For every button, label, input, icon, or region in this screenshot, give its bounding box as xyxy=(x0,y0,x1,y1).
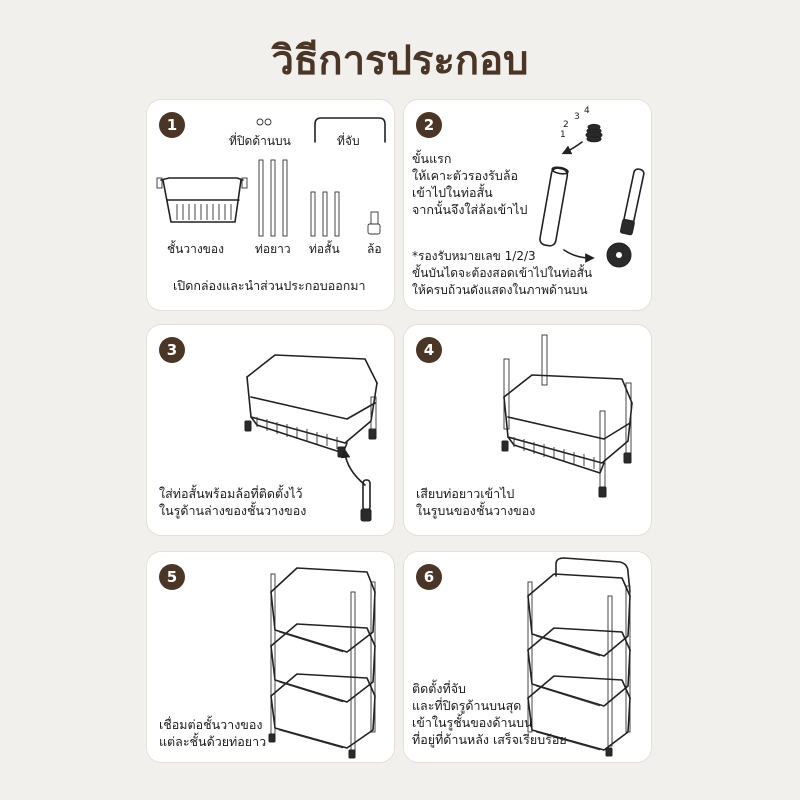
step-3-badge: 3 xyxy=(159,337,185,363)
three-tier-shelf xyxy=(268,567,376,759)
step-4-line-1: เสียบท่อยาวเข้าไป xyxy=(416,486,515,501)
shelf-basket-part xyxy=(156,177,248,223)
step-6-illustration xyxy=(527,557,631,757)
step-2-note: *รองรับหมายเลข 1/2/3 ขั้นบันไดจะต้องสอดเ… xyxy=(412,248,592,299)
step-3-line-1: ใส่ท่อสั้นพร้อมล้อที่ติดตั้งไว้ xyxy=(159,486,303,501)
step-2-text: ขั้นแรก ให้เคาะตัวรองรับล้อ เข้าไปในท่อส… xyxy=(412,150,527,218)
step-6-line-4: ที่อยู่ที่ด้านหลัง เสร็จเรียบร้อย xyxy=(412,732,567,747)
step-2-line-4: จากนั้นจึงใส่ล้อเข้าไป xyxy=(412,202,528,217)
step-1-parts-illustration xyxy=(156,117,386,237)
step-6-card: 6 ติดตั้งที่จับ และที่ปิดรูด้านบนสุด เข้… xyxy=(404,552,651,762)
mark-1: 1 xyxy=(560,130,566,140)
mark-2: 2 xyxy=(563,120,569,130)
step-6-line-1: ติดตั้งที่จับ xyxy=(412,681,466,696)
step-2-line-2: ให้เคาะตัวรองรับล้อ xyxy=(412,168,518,183)
step-4-card: 4 เสียบท่อยาวเข้าไป ในรูบนของชั้นวางของ xyxy=(404,325,651,535)
step-3-line-2: ในรูด้านล่างของชั้นวางของ xyxy=(159,503,307,518)
step-6-text: ติดตั้งที่จับ และที่ปิดรูด้านบนสุด เข้าใ… xyxy=(412,680,567,748)
step-2-badge: 2 xyxy=(416,112,442,138)
step-2-note-2: ขั้นบันไดจะต้องสอดเข้าไปในท่อสั้น xyxy=(412,266,593,280)
short-pipes-part xyxy=(310,191,340,237)
label-long-pipe: ท่อยาว xyxy=(255,242,291,256)
label-top-cap: ที่ปิดด้านบน xyxy=(229,134,291,148)
step-2-line-3: เข้าไปในท่อสั้น xyxy=(412,185,493,200)
step-3-text: ใส่ท่อสั้นพร้อมล้อที่ติดตั้งไว้ ในรูด้าน… xyxy=(159,485,306,519)
step-2-card: 2 1 2 3 4 ขั้นแรก ให้เคาะตัวรองรับล้อ เข… xyxy=(404,100,651,310)
label-wheel: ล้อ xyxy=(367,242,382,256)
step-5-card: 5 เชื่อมต่อชั้นวางของ แต่ละชั้นด้วยท่อยา… xyxy=(147,552,394,762)
step-2-note-1: *รองรับหมายเลข 1/2/3 xyxy=(412,249,536,263)
step-4-badge: 4 xyxy=(416,337,442,363)
step-5-line-2: แต่ละชั้นด้วยท่อยาว xyxy=(159,734,267,749)
short-pipe-icon xyxy=(539,166,569,247)
step-1-badge: 1 xyxy=(159,112,185,138)
step-3-illustration xyxy=(244,354,378,522)
label-shelf: ชั้นวางของ xyxy=(167,242,224,256)
short-pipe-with-wheel-icon xyxy=(360,479,372,522)
page-title: วิธีการประกอบ xyxy=(271,38,529,84)
long-pipes-part xyxy=(258,159,288,237)
label-handle: ที่จับ xyxy=(337,134,360,148)
step-5-line-1: เชื่อมต่อชั้นวางของ xyxy=(159,717,263,732)
step-1-caption: เปิดกล่องและนำส่วนประกอบออกมา xyxy=(173,278,366,293)
step-3-card: 3 ใส่ท่อสั้นพร้อมล้อที่ติดตั้งไว้ ในรูด้… xyxy=(147,325,394,535)
step-6-line-2: และที่ปิดรูด้านบนสุด xyxy=(412,698,522,713)
step-1-card: 1 ที่ปิดด้านบน ที่จับ ชั้นวางของ ท่อยาว … xyxy=(147,100,394,310)
wheel-support-icon xyxy=(585,123,603,143)
step-2-wheel-illustration xyxy=(539,123,645,268)
step-6-line-3: เข้าในรูชั้นของด้านบน xyxy=(412,715,533,730)
step-2-line-1: ขั้นแรก xyxy=(412,151,452,166)
step-5-text: เชื่อมต่อชั้นวางของ แต่ละชั้นด้วยท่อยาว xyxy=(159,716,266,750)
mark-3: 3 xyxy=(574,112,580,122)
step-4-text: เสียบท่อยาวเข้าไป ในรูบนของชั้นวางของ xyxy=(416,485,535,519)
wheel-part xyxy=(367,211,381,235)
step-4-illustration xyxy=(501,334,633,498)
completed-shelf-with-handle xyxy=(527,557,631,757)
label-short-pipe: ท่อสั้น xyxy=(309,242,340,256)
mark-4: 4 xyxy=(584,106,590,116)
shelf-basket-with-wheels xyxy=(244,354,378,458)
shelf-basket-with-long-pipes xyxy=(501,334,633,498)
step-2-note-3: ให้ครบถ้วนดังแสดงในภาพด้านบน xyxy=(412,283,588,297)
step-4-line-2: ในรูบนของชั้นวางของ xyxy=(416,503,536,518)
step-6-badge: 6 xyxy=(416,564,442,590)
step-5-badge: 5 xyxy=(159,564,185,590)
step-5-illustration xyxy=(268,567,376,759)
caster-wheel-icon xyxy=(619,168,645,236)
